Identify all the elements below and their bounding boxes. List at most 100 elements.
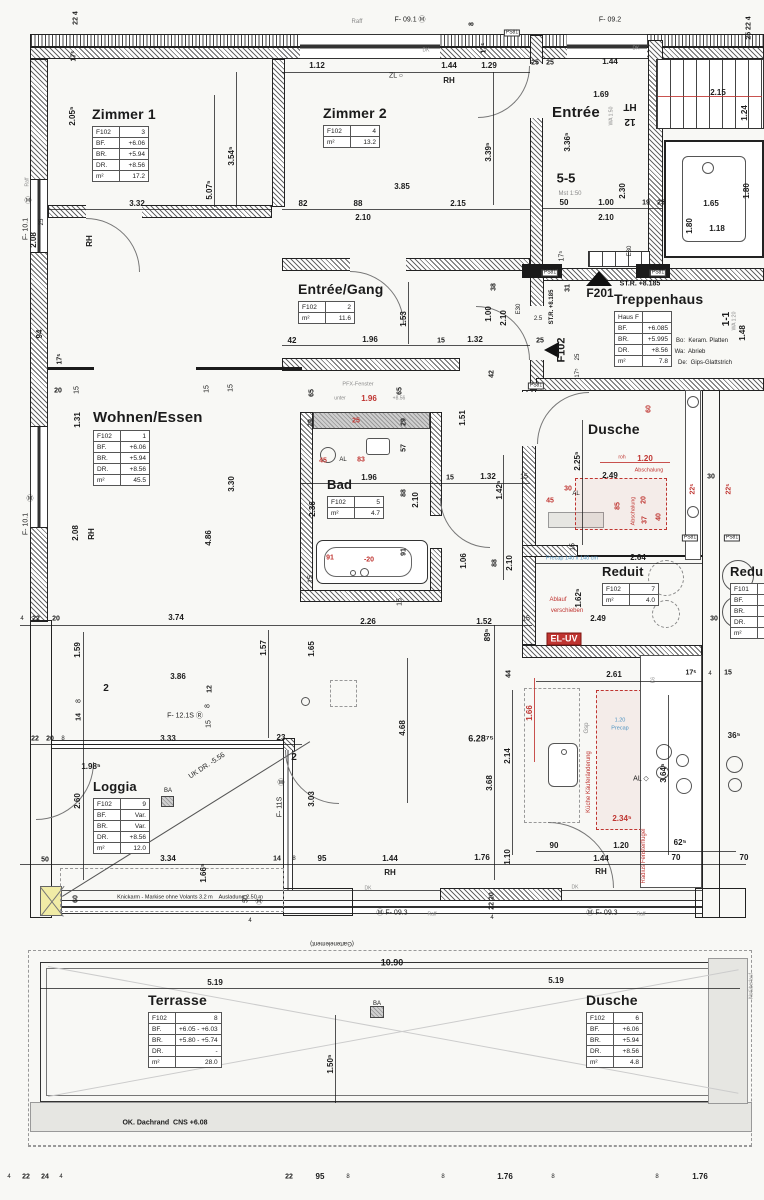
dimension-label: 2.05⁵ [68,106,77,126]
dimension-label: 3.32 [129,199,145,208]
room-table-key: BR. [92,148,120,160]
dimension-label: (Gartenelement) [310,940,354,946]
dimension-label: 25 [536,337,544,345]
door-opening [522,392,536,446]
dimension-label: 2.34⁵ [612,814,632,823]
plumbing-shaft [685,390,701,560]
dimension-label: 14 [273,855,281,863]
dimension-label: 23 [276,733,286,742]
dimension-label: RH [443,76,455,85]
wall-segment [48,367,94,370]
window-f-09-2 [567,34,647,59]
dimension-label: 1.76 [692,1172,708,1181]
dimension-label: 22⁵ [689,483,697,495]
dimension-line [582,420,583,545]
dimension-label: 1.66⁵ [199,863,208,883]
dimension-label: 8 [468,22,476,26]
hob-ring [676,754,689,767]
dimension-label: 1.12 [309,61,325,70]
room-table-value: +5.94 [119,148,149,160]
dimension-label: BA [163,788,173,794]
dimension-label: 1.44 [593,854,609,863]
room-table-value: +8.56 [120,831,150,843]
dimension-label: 15 [569,543,577,551]
dimension-label: 15 [73,386,81,394]
dimension-label: 4 [248,918,252,924]
room-table-key: m² [92,170,120,182]
dimension-line [543,208,663,209]
dimension-label: 1.24 [740,105,749,121]
outlet-symbol [301,697,310,706]
window-f-09-1 [300,34,440,59]
dimension-label: 6.28⁷⁵ [468,733,494,744]
dimension-line [536,563,702,564]
room-table-key: m² [298,312,326,324]
dimension-label: 1.69 [593,90,609,99]
window-f-09-3 [52,900,702,914]
room-table-value: +5.94 [120,452,150,464]
dimension-label: DK [364,885,372,892]
room-title: Dusche [586,992,638,1008]
dimension-label: 31 [564,284,572,292]
stair-treads [588,251,650,267]
finish-note: De: Gips-Glattstrich [677,360,733,366]
dimension-label: 40 [655,513,663,521]
room-table-value: 5 [354,496,384,508]
dimension-label: 1.80 [742,183,751,199]
door-opening [530,306,544,360]
dimension-label: 15 [522,615,530,623]
dimension-label: DK [422,47,430,54]
dimension-label: RH [85,235,94,247]
room-table-value: 13.2 [350,136,380,148]
room-table-value [757,583,764,595]
dimension-label: 50 [242,895,250,903]
dimension-label: 1.59 [73,642,82,658]
room-dusche: Dusche [588,421,640,437]
dimension-label: 30 [707,473,715,481]
door-swing-arc [86,218,140,272]
room-table-key: BR. [148,1034,176,1046]
pipe-symbol [687,506,699,518]
dimension-label: 2.25⁵ [573,451,582,471]
boiler-symbol [652,600,680,628]
dimension-label: 2.49 [590,614,606,623]
drain-symbol [350,570,356,576]
dimension-line [536,851,736,852]
dimension-label: 1.44 [441,61,457,70]
stair-direction-arrow [586,271,612,286]
dimension-line [335,1015,336,1103]
ps81-label: PS81 [723,534,741,542]
room-table-key: m² [586,1056,614,1068]
wall-segment [30,527,48,622]
wall-line [52,890,702,891]
ba-marker [370,1006,384,1018]
dimension-label: 1.51 [458,410,467,426]
dimension-label: 90 [549,841,559,850]
roof-edge-band [708,958,748,1104]
dimension-label: 19 [642,199,650,207]
dimension-label: 1.32 [467,335,483,344]
awning-note: Knickarm - Markise ohne Volants 3.2 m Au… [117,894,263,901]
section-marker: 1-1 [721,311,732,327]
room-table-key: BF. [730,594,758,606]
dimension-label: AL [572,491,580,497]
dimension-label: 25 [546,59,554,67]
dimension-label: Notüberlauf [748,973,755,999]
dimension-label: 91 [400,548,408,556]
dimension-label: 25 [39,218,45,226]
room-table-key: BF. [586,1023,614,1035]
hob-ring [728,778,742,792]
wall-segment [578,555,702,557]
dimension-label: 17⁵ [56,353,64,365]
dimension-line [30,744,302,745]
wall-segment [283,738,295,752]
dimension-label: 1.20 [637,454,653,463]
dimension-label: 2.36 [308,501,317,517]
room-table-key: BR. [93,452,121,464]
dimension-label: 2.10 [598,213,614,222]
